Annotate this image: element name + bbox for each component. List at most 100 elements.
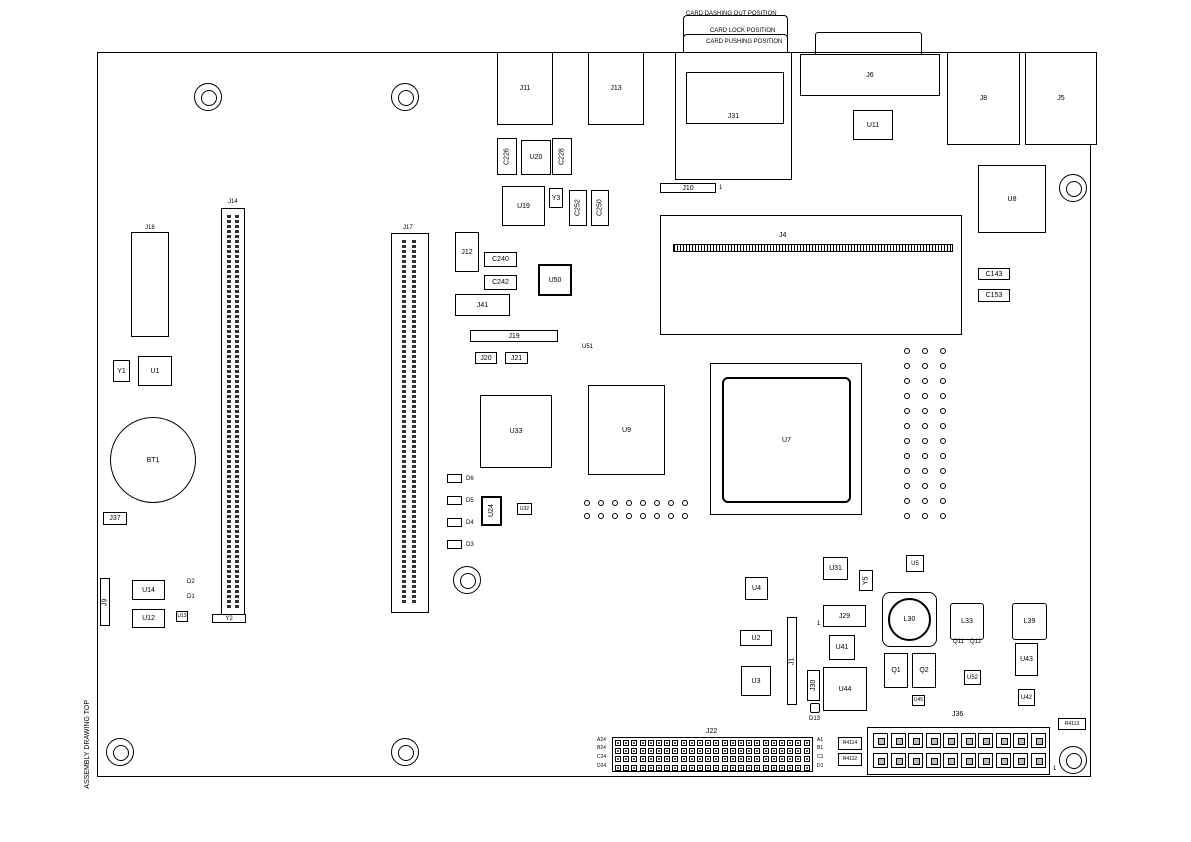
connector-pin: [402, 530, 406, 533]
connector-pin: [402, 310, 406, 313]
connector-j18: [131, 232, 169, 337]
connector-pin: [402, 350, 406, 353]
test-point: [922, 363, 928, 369]
header-pin: [705, 748, 712, 755]
connector-pin: [402, 305, 406, 308]
connector-pin: [412, 395, 416, 398]
connector-pin: [227, 355, 231, 358]
connector-pin: [227, 495, 231, 498]
connector-pin: [227, 400, 231, 403]
pin1-marker: 1: [1053, 766, 1057, 772]
header-pin: [770, 756, 777, 763]
header-j1: J1: [787, 617, 797, 705]
connector-pin: [235, 565, 239, 568]
connector-pin: [227, 460, 231, 463]
header-pin: [729, 764, 736, 771]
chip-u13: U13: [176, 611, 188, 622]
header-pin: [639, 764, 646, 771]
power-pin: [960, 733, 976, 748]
connector-pin: [235, 525, 239, 528]
connector-pin: [235, 220, 239, 223]
connector-pin: [402, 385, 406, 388]
connector-pin: [402, 335, 406, 338]
header-pin: [615, 740, 621, 746]
test-point: [922, 453, 928, 459]
connector-pin: [402, 420, 406, 423]
header-pin: [795, 740, 802, 746]
connector-pin: [227, 275, 231, 278]
crystal-y3: Y3: [549, 188, 563, 208]
connector-pin: [227, 560, 231, 563]
connector-pin: [227, 330, 231, 333]
dsub-connector-j6: J6: [800, 54, 940, 96]
connector-pin: [235, 410, 239, 413]
header-pin: [795, 748, 802, 755]
connector-pin: [412, 345, 416, 348]
power-pin: [995, 753, 1011, 768]
connector-pin: [412, 340, 416, 343]
connector-pin: [402, 445, 406, 448]
header-pin: [762, 740, 769, 746]
connector-pin: [235, 420, 239, 423]
sodimm-slot: [673, 244, 953, 252]
chip-u12: U12: [132, 609, 165, 628]
connector-pin: [235, 455, 239, 458]
chip-u42: U42: [1018, 689, 1035, 706]
connector-pin: [235, 235, 239, 238]
test-point: [940, 498, 946, 504]
connector-pin: [412, 415, 416, 418]
header-pin: [688, 748, 695, 755]
pin1-marker: 1: [719, 185, 723, 191]
header-pin: [721, 756, 728, 763]
connector-pin: [412, 585, 416, 588]
led-d13: [810, 703, 820, 713]
chip-u19: U19: [502, 186, 545, 226]
header-pin: [762, 756, 769, 763]
connector-pin: [402, 340, 406, 343]
j22-row-label-right: B1: [817, 745, 824, 751]
connector-pin: [227, 215, 231, 218]
connector-pin: [227, 270, 231, 273]
header-pin: [746, 764, 753, 771]
connector-pin: [227, 335, 231, 338]
connector-pin: [412, 420, 416, 423]
connector-pin: [402, 370, 406, 373]
connector-pin: [227, 595, 231, 598]
header-pin: [713, 764, 720, 771]
connector-pin: [227, 240, 231, 243]
connector-pin: [227, 600, 231, 603]
connector-pin: [227, 405, 231, 408]
connector-pin: [227, 450, 231, 453]
transistor-q11: Q11: [953, 639, 964, 645]
connector-pin: [402, 570, 406, 573]
connector-pin: [412, 400, 416, 403]
connector-pin: [402, 585, 406, 588]
header-j29: J29: [823, 605, 866, 627]
connector-pin: [412, 565, 416, 568]
test-point: [940, 453, 946, 459]
power-pin: [890, 753, 906, 768]
connector-pin: [235, 535, 239, 538]
test-point: [922, 378, 928, 384]
connector-pin: [412, 265, 416, 268]
slot-connector-j17: [391, 233, 429, 613]
connector-pin: [412, 575, 416, 578]
connector-pin: [227, 230, 231, 233]
test-point: [640, 513, 646, 519]
header-j30: J30: [807, 670, 820, 701]
connector-pin: [412, 305, 416, 308]
sodimm-label: J4: [779, 232, 787, 239]
header-pin: [795, 756, 802, 763]
connector-pin: [412, 360, 416, 363]
mounting-hole: [453, 566, 481, 594]
connector-pin: [402, 480, 406, 483]
connector-pin: [227, 435, 231, 438]
inductor-l30-outline: [882, 592, 937, 647]
connector-pin: [227, 375, 231, 378]
connector-pin: [235, 475, 239, 478]
connector-pin: [227, 285, 231, 288]
connector-pin: [235, 260, 239, 263]
connector-pin: [227, 480, 231, 483]
connector-pin: [412, 530, 416, 533]
header-j9: J9: [100, 578, 110, 626]
